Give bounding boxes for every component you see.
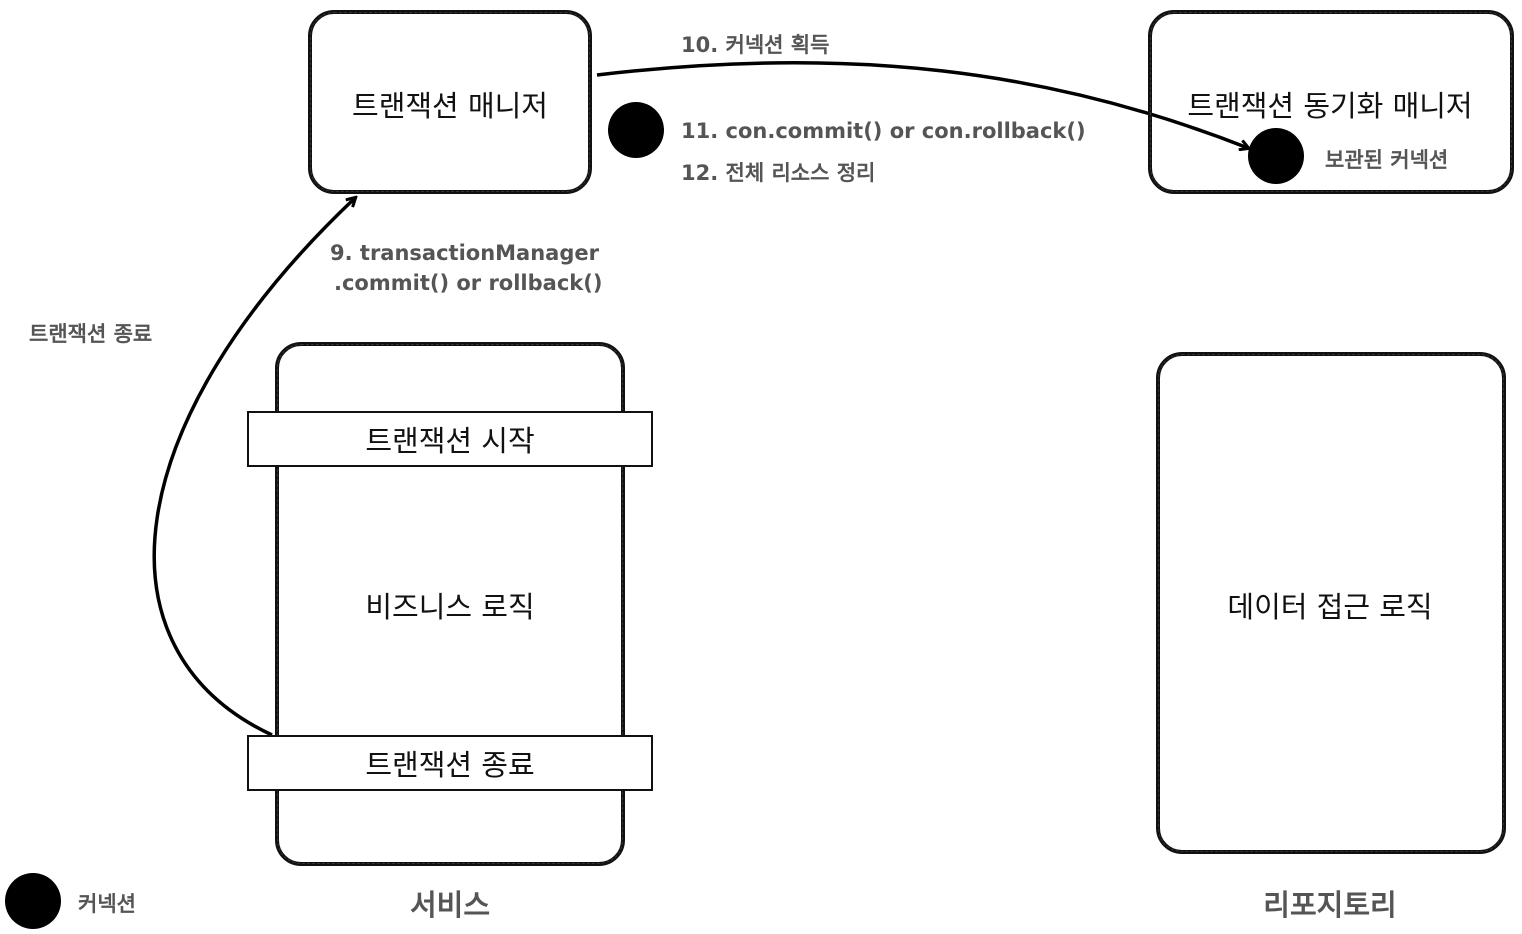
step12-label: 12. 전체 리소스 정리 (681, 161, 876, 185)
stored-connection-icon (1248, 128, 1304, 184)
sync-manager-title: 트랜잭션 동기화 매니저 (1187, 89, 1473, 123)
transaction-manager-title: 트랜잭션 매니저 (352, 89, 548, 123)
repository-box (1156, 352, 1506, 854)
step10-label: 10. 커넥션 획득 (681, 33, 830, 57)
data-access-logic-label: 데이터 접근 로직 (1227, 590, 1433, 624)
tx-start-bar: 트랜잭션 시작 (247, 411, 653, 467)
sync-manager-box (1148, 10, 1514, 194)
legend-connection-label: 커넥션 (78, 892, 136, 916)
arrow-get-connection (596, 60, 1248, 148)
tx-end-bar: 트랜잭션 종료 (247, 735, 653, 791)
business-logic-label: 비즈니스 로직 (365, 590, 535, 624)
stored-connection-label: 보관된 커넥션 (1325, 148, 1449, 172)
arrow-commit-to-manager (152, 198, 355, 737)
side-label-tx-end: 트랜잭션 종료 (29, 322, 153, 346)
step11-label: 11. con.commit() or con.rollback() (681, 119, 1086, 143)
repository-caption: 리포지토리 (1263, 888, 1397, 922)
legend-connection-icon (5, 873, 61, 929)
service-caption: 서비스 (409, 888, 491, 922)
service-box (275, 342, 625, 866)
step9-label-line1: 9. transactionManager (330, 241, 599, 265)
step9-label-line2: .commit() or rollback() (334, 271, 603, 295)
connection-icon (608, 102, 664, 158)
transaction-manager-box (308, 10, 592, 194)
